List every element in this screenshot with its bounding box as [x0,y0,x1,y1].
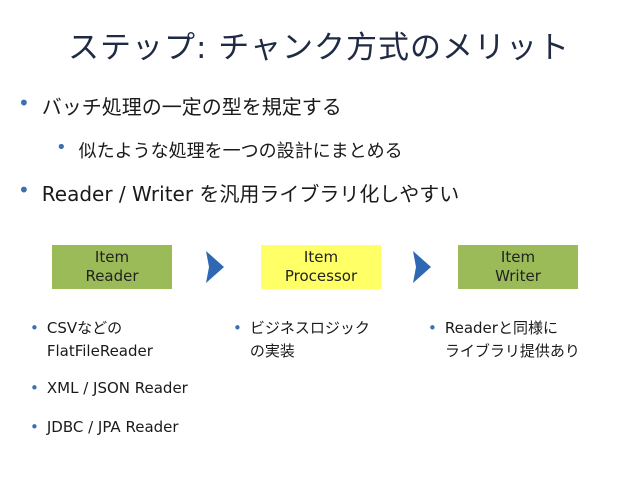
reader-note-3-text: JDBC / JPA Reader [46,418,179,436]
writer-note: • Readerと同様に ライブラリ提供あり [428,317,580,363]
bullet-2: • 似たような処理を一つの設計にまとめる [56,137,403,163]
item-reader-line2: Reader [85,267,139,285]
arrow-right-icon [413,251,431,283]
bullet-3: • Reader / Writer を汎用ライブラリ化しやすい [18,178,459,207]
item-processor-line1: Item [303,248,339,266]
reader-note-1-line2: FlatFileReader [46,342,153,360]
item-reader-line1: Item [94,248,130,266]
slide-title: ステップ: チャンク方式のメリット [68,30,570,66]
bullet-marker: • [233,319,242,337]
item-writer-box: Item Writer [458,245,578,289]
reader-note-1: • CSVなどの FlatFileReader [30,317,153,363]
bullet-marker: • [30,418,39,436]
bullet-1-text: バッチ処理の一定の型を規定する [41,95,342,119]
bullet-marker: • [18,91,30,115]
bullet-marker: • [30,379,39,397]
bullet-3-text: Reader / Writer を汎用ライブラリ化しやすい [41,182,460,206]
reader-note-1-line1: CSVなどの [46,319,123,337]
bullet-marker: • [18,178,30,202]
arrow-right-icon [206,251,224,283]
item-reader-box: Item Reader [52,245,172,289]
bullet-marker: • [428,319,437,337]
processor-note: • ビジネスロジック の実装 [233,317,370,363]
processor-note-line2: の実装 [249,342,295,360]
bullet-2-text: 似たような処理を一つの設計にまとめる [78,141,403,162]
writer-note-line1: Readerと同様に [444,319,558,337]
item-processor-box: Item Processor [261,245,381,289]
reader-note-2-text: XML / JSON Reader [46,379,188,397]
writer-note-line2: ライブラリ提供あり [444,342,580,360]
reader-note-2: • XML / JSON Reader [30,377,188,400]
item-writer-line2: Writer [495,267,541,285]
reader-note-3: • JDBC / JPA Reader [30,416,179,439]
bullet-marker: • [56,137,67,158]
item-processor-line2: Processor [284,267,358,285]
bullet-1: • バッチ処理の一定の型を規定する [18,91,342,120]
processor-note-line1: ビジネスロジック [249,319,370,337]
item-writer-line1: Item [500,248,536,266]
bullet-marker: • [30,319,39,337]
